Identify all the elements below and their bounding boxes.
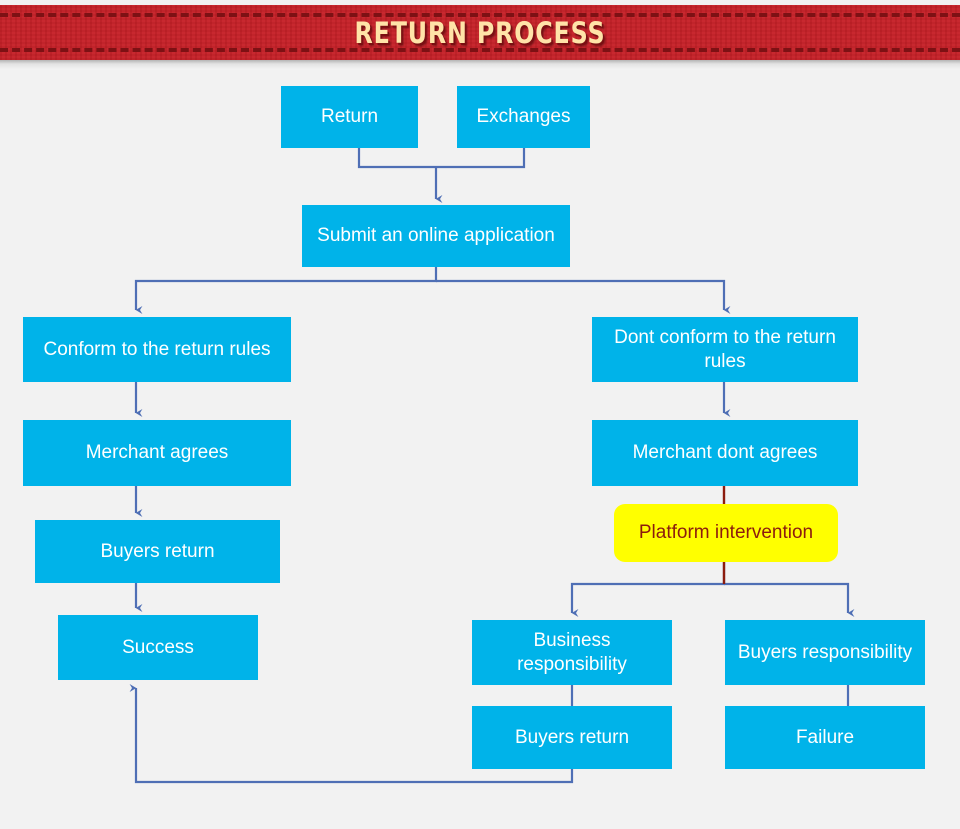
node-success-label: Success — [122, 636, 194, 658]
edge-return-exchanges-merge — [357, 148, 526, 169]
flowchart-canvas: Return Exchanges Submit an online applic… — [0, 69, 960, 829]
edge-submit-to-dont-conform — [436, 279, 731, 314]
edge-feedback-to-success — [129, 684, 574, 784]
page-title: RETURN PROCESS — [354, 15, 606, 50]
node-merchant-dont-agrees-label: Merchant dont agrees — [632, 442, 818, 464]
page-banner: RETURN PROCESS — [0, 5, 960, 60]
node-merchant-agrees[interactable]: Merchant agrees — [23, 420, 291, 486]
node-layer: Return Exchanges Submit an online applic… — [0, 69, 960, 829]
node-buyers-return-left-label: Buyers return — [100, 540, 215, 562]
node-buyers-responsibility-label: Buyers responsibility — [737, 641, 913, 663]
node-exchanges[interactable]: Exchanges — [457, 86, 590, 148]
node-business-responsibility[interactable]: Business responsibility — [472, 620, 672, 685]
node-return-label: Return — [320, 106, 379, 128]
node-dont-conform-to-return-rules[interactable]: Dont conform to the return rules — [592, 317, 858, 382]
node-success[interactable]: Success — [58, 615, 258, 680]
node-merchant-agrees-label: Merchant agrees — [85, 442, 229, 464]
node-business-responsibility-label: Business responsibility — [517, 630, 627, 675]
node-platform-intervention-label: Platform intervention — [638, 522, 814, 544]
node-conform-to-return-rules[interactable]: Conform to the return rules — [23, 317, 291, 382]
node-submit-label: Submit an online application — [317, 225, 555, 247]
node-buyers-responsibility[interactable]: Buyers responsibility — [725, 620, 925, 685]
banner-shadow — [0, 60, 960, 69]
edge-platform-to-buyers-resp — [724, 582, 855, 617]
node-buyers-return-bottom-label: Buyers return — [514, 726, 630, 748]
node-buyers-return-left[interactable]: Buyers return — [35, 520, 280, 583]
node-failure[interactable]: Failure — [725, 706, 925, 769]
node-dont-conform-label: Dont conform to the return rules — [614, 327, 836, 372]
node-exchanges-label: Exchanges — [476, 106, 571, 128]
node-buyers-return-bottom[interactable]: Buyers return — [472, 706, 672, 769]
edge-submit-to-conform — [134, 267, 438, 314]
node-conform-label: Conform to the return rules — [43, 338, 271, 360]
node-failure-label: Failure — [795, 726, 855, 748]
node-submit-online-application[interactable]: Submit an online application — [302, 205, 570, 267]
node-return[interactable]: Return — [281, 86, 418, 148]
node-platform-intervention[interactable]: Platform intervention — [614, 504, 838, 562]
node-merchant-dont-agrees[interactable]: Merchant dont agrees — [592, 420, 858, 486]
